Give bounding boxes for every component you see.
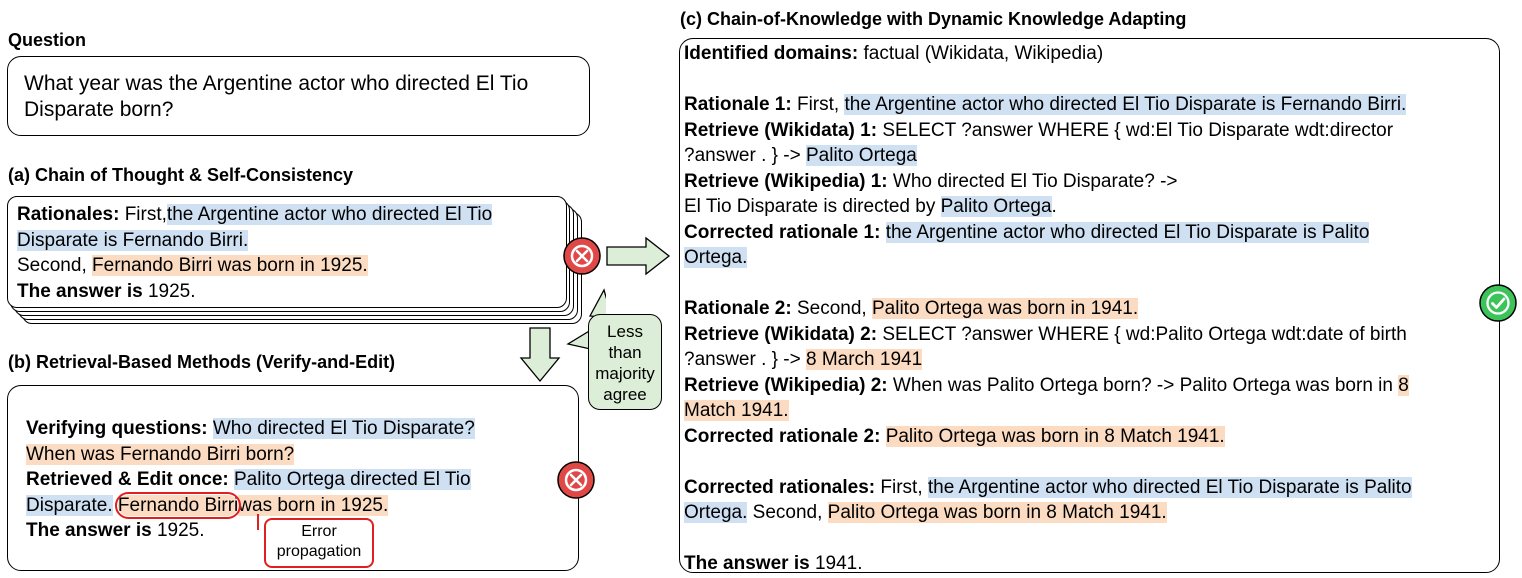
cross-circle-icon: [557, 461, 595, 499]
r2-label: Rationale 2:: [684, 298, 792, 319]
rwd2-text2: ?answer . } ->: [684, 349, 801, 370]
rwd2-text: SELECT ?answer WHERE { wd:Palito Ortega …: [882, 323, 1407, 345]
retrieval-heading: (b) Retrieval-Based Methods (Verify-and-…: [8, 352, 396, 372]
rwp1-text2: El Tio Disparate is directed by: [684, 196, 936, 217]
crs-hl1-line2: Ortega.: [684, 502, 748, 523]
callout-line1: Less: [607, 322, 643, 341]
rwp2-hl-a: 8: [1398, 374, 1409, 396]
cot-first-hl-line1: the Argentine actor who directed El Tio: [166, 204, 493, 225]
cok-answer-value: 1941.: [814, 553, 863, 574]
cross-circle-icon: [563, 237, 601, 275]
cot-answer-value: 1925.: [147, 280, 196, 302]
cot-second-hl: Fernando Birri was born in 1925.: [92, 255, 368, 276]
rwd1-label: Retrieve (Wikidata) 1:: [684, 119, 878, 141]
r2-prefix: Second,: [796, 298, 867, 319]
callout-line4: agree: [603, 385, 647, 404]
domains-value: factual (Wikidata, Wikipedia): [863, 43, 1104, 64]
cok-answer-label: The answer is: [684, 553, 810, 574]
rwp1-text: Who directed El Tio Disparate? ->: [892, 170, 1178, 192]
retrieval-answer-value: 1925.: [156, 520, 205, 541]
question-text-line2: Disparate born?: [24, 98, 174, 121]
cok-heading: (c) Chain-of-Knowledge with Dynamic Know…: [680, 9, 1187, 29]
callout-bubble: Less than majority agree: [588, 314, 662, 410]
arrow-down-icon: [519, 327, 561, 383]
question-box: What year was the Argentine actor who di…: [7, 56, 590, 136]
cok-box: Identified domains: factual (Wikidata, W…: [679, 38, 1500, 574]
crs-prefix: First,: [880, 476, 923, 498]
cot-first-prefix: First,: [124, 204, 167, 225]
cr2-hl: Palito Ortega was born in 8 Match 1941.: [885, 425, 1225, 447]
retrieved-hl-line1: Palito Ortega directed El Tio: [234, 469, 471, 490]
cr1-hl-line1: the Argentine actor who directed El Tio …: [885, 221, 1370, 243]
retrieved-label: Retrieved & Edit once:: [26, 469, 229, 490]
verifying-q2: When was Fernando Birri born?: [26, 443, 295, 465]
verifying-label: Verifying questions:: [26, 418, 208, 439]
rwp2-label: Retrieve (Wikipedia) 2:: [684, 374, 888, 396]
cot-first-hl-line2: Disparate is Fernando Birri.: [17, 229, 249, 251]
rwd1-hl: Palito Ortega: [805, 145, 917, 166]
cot-second-prefix: Second,: [17, 255, 87, 276]
retrieval-answer-label: The answer is: [26, 520, 152, 541]
r1-prefix: First,: [796, 94, 840, 115]
cot-rationales-label: Rationales:: [17, 204, 120, 225]
r1-hl: the Argentine actor who directed El Tio …: [844, 94, 1407, 115]
crs-hl1-line1: the Argentine actor who directed El Tio …: [927, 476, 1412, 498]
rwd2-hl: 8 March 1941: [805, 349, 923, 370]
error-rest: was born in 1925.: [238, 494, 389, 516]
cot-card: Rationales: First,the Argentine actor wh…: [7, 196, 567, 308]
rwp2-hl-b: Match 1941.: [684, 400, 789, 421]
callout-line3: majority: [595, 364, 655, 383]
verifying-q1: Who directed El Tio Disparate?: [212, 418, 475, 439]
crs-second: Second,: [752, 502, 823, 523]
domains-label: Identified domains:: [684, 43, 859, 64]
question-text-line1: What year was the Argentine actor who di…: [24, 72, 529, 95]
error-propagation-label: Error propagation: [264, 518, 374, 568]
rwd1-text2: ?answer . } ->: [684, 145, 801, 166]
error-connector: [257, 514, 259, 530]
error-label-line2: propagation: [276, 543, 362, 560]
rwp1-end: .: [1051, 196, 1057, 217]
retrieval-box: Verifying questions: Who directed El Tio…: [7, 385, 579, 571]
cr1-hl-line2: Ortega.: [684, 247, 748, 268]
rwp1-label: Retrieve (Wikipedia) 1:: [684, 170, 888, 192]
retrieved-hl-line2: Disparate.: [26, 494, 113, 516]
rwp2-text: When was Palito Ortega born? -> Palito O…: [892, 374, 1393, 396]
crs-hl2: Palito Ortega was born in 8 Match 1941.: [827, 502, 1167, 523]
r1-label: Rationale 1:: [684, 94, 792, 115]
rwd1-text: SELECT ?answer WHERE { wd:El Tio Dispara…: [882, 119, 1394, 141]
cot-heading: (a) Chain of Thought & Self-Consistency: [8, 165, 353, 185]
cr2-label: Corrected rationale 2:: [684, 425, 881, 447]
r2-hl: Palito Ortega was born in 1941.: [872, 298, 1139, 319]
cot-answer-label: The answer is: [17, 280, 143, 302]
callout-line2: than: [608, 343, 642, 362]
rwp1-hl: Palito Ortega: [940, 196, 1052, 217]
error-label-line1: Error: [301, 523, 337, 540]
cr1-label: Corrected rationale 1:: [684, 221, 881, 243]
error-name: Fernando Birri: [114, 491, 242, 519]
crs-label: Corrected rationales:: [684, 476, 876, 498]
check-circle-icon: [1479, 284, 1517, 322]
question-heading: Question: [8, 30, 87, 50]
arrow-right-icon: [606, 236, 671, 276]
rwd2-label: Retrieve (Wikidata) 2:: [684, 323, 878, 345]
